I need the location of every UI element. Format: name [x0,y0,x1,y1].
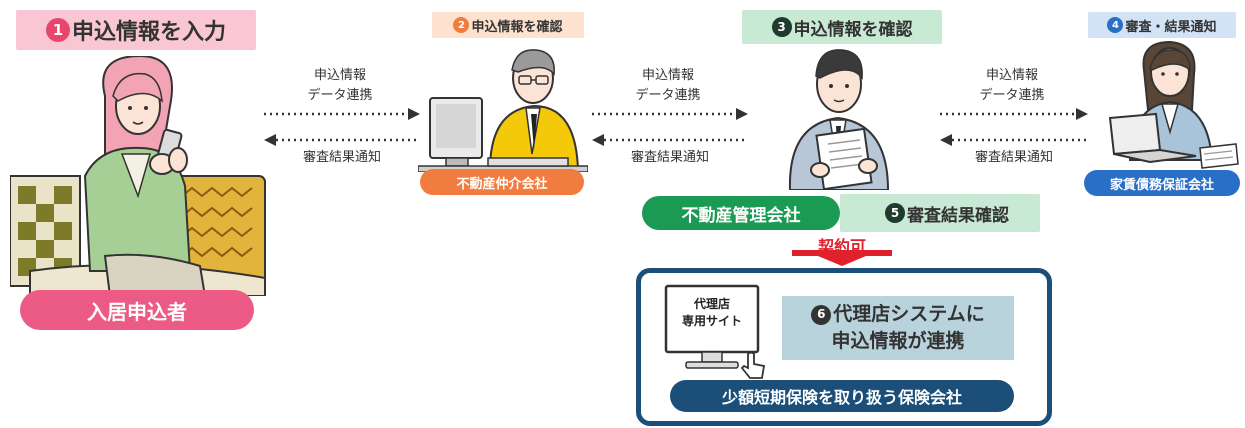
step6-number: 6 [811,304,832,325]
man-computer-illustration [418,49,588,172]
flow2-top-line2: データ連携 [635,88,701,103]
step3-text: 申込情報を確認 [793,19,913,40]
guarantor-label: 家賃債務保証会社 [1084,170,1240,196]
monitor-icon [664,284,760,369]
flow1-top-line2: データ連携 [307,88,373,103]
monitor-text-line1: 代理店 [693,297,730,311]
flow1-top-line1: 申込情報 [313,68,366,83]
step1-text: 申込情報を入力 [71,20,226,45]
step6-line1: 代理店システムに [833,303,985,325]
flow1-forward-arrow [264,108,420,120]
insurer-label: 少額短期保険を取り扱う保険会社 [670,380,1014,412]
step3-number: 3 [771,17,792,37]
woman-phone-illustration [10,56,266,296]
step6-label: 6 代理店システムに 申込情報が連携 [782,296,1014,360]
step2-number: 2 [453,17,470,33]
applicant-label: 入居申込者 [20,290,254,330]
step5-label: 5 審査結果確認 [840,194,1040,232]
step3-label: 3 申込情報を確認 [742,10,942,44]
flow1-top-text: 申込情報 データ連携 [288,66,392,106]
flow3-top-text: 申込情報 データ連携 [960,66,1064,106]
step4-text: 審査・結果通知 [1125,19,1217,35]
step2-text: 申込情報を確認 [471,19,563,35]
flow3-back-arrow [940,134,1086,146]
step5-text: 審査結果確認 [907,205,1009,226]
flow1-back-arrow [264,134,418,146]
contract-down-arrow [792,250,892,266]
flow1-bottom-text: 審査結果通知 [302,150,381,165]
flow2-top-line1: 申込情報 [641,68,694,83]
flow3-forward-arrow [940,108,1088,120]
step6-line1-row: 6 代理店システムに [811,301,985,328]
step6-line2: 申込情報が連携 [831,330,965,352]
man-document-illustration [788,49,890,190]
manager-label: 不動産管理会社 [642,196,840,230]
monitor-text-line2: 専用サイト [681,314,742,328]
step5-number: 5 [885,203,905,223]
flow3-bottom-text: 審査結果通知 [974,150,1053,165]
step4-label: 4 審査・結果通知 [1088,12,1236,38]
flow2-bottom-text: 審査結果通知 [630,150,709,165]
step1-label: 1 申込情報を入力 [16,10,256,50]
woman-laptop-illustration [1108,40,1239,169]
flow2-forward-arrow [592,108,748,120]
step4-number: 4 [1107,17,1124,33]
cursor-hand-icon [740,351,766,379]
step2-label: 2 申込情報を確認 [432,12,584,38]
step1-number: 1 [45,18,70,42]
flow3-top-line2: データ連携 [979,88,1045,103]
monitor-text: 代理店 専用サイト [668,296,756,330]
flow2-back-arrow [592,134,746,146]
flow3-top-line1: 申込情報 [985,68,1038,83]
flow2-top-text: 申込情報 データ連携 [616,66,720,106]
agency-label: 不動産仲介会社 [420,169,584,195]
